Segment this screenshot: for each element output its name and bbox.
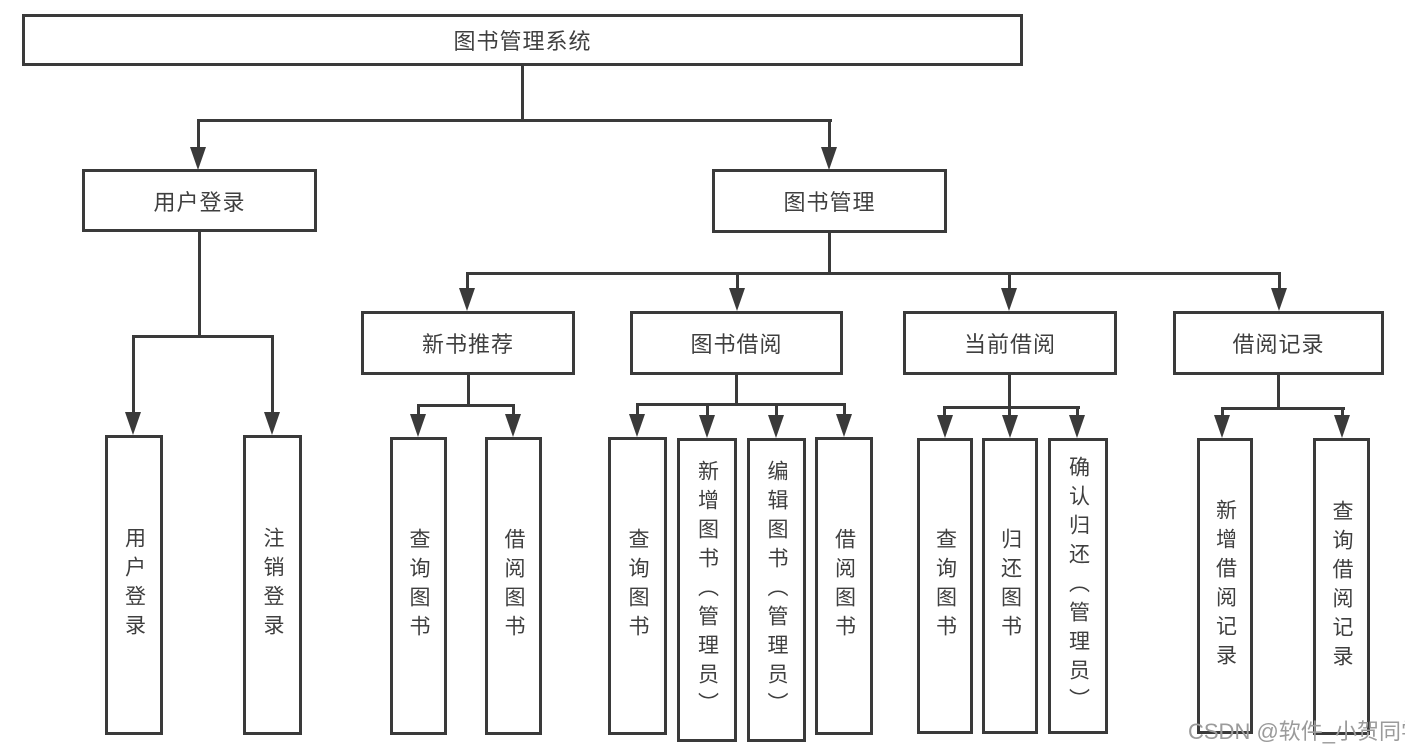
- connector-drop-borrowing-records: [1278, 272, 1281, 291]
- connector-current-drop-1: [943, 406, 946, 418]
- leaf-edit-book-admin: 编辑图书（管理员）: [747, 438, 806, 742]
- connector-drop-current-borrowing: [1008, 272, 1011, 291]
- node-current-borrowing: 当前借阅: [903, 311, 1117, 375]
- arrow-to-book-management: [821, 147, 837, 170]
- connector-borrowing-rail: [636, 403, 846, 406]
- arrow-to-leaf-logout: [264, 412, 280, 435]
- connector-root-rail: [197, 119, 832, 122]
- arrow-to-borrow-book-borrowing: [836, 414, 852, 437]
- connector-records-drop-1: [1221, 407, 1224, 418]
- connector-book-mgmt-rail: [466, 272, 1281, 275]
- node-new-book-recommend-label: 新书推荐: [421, 332, 514, 357]
- connector-user-login-drop-1: [132, 335, 135, 415]
- node-book-borrowing-label: 图书借阅: [690, 332, 783, 357]
- leaf-borrow-book-recommend: 借阅图书: [485, 437, 542, 735]
- connector-root-drop-left: [197, 119, 200, 151]
- leaf-query-book-borrowing: 查询图书: [608, 437, 667, 735]
- node-user-login-label: 用户登录: [153, 189, 246, 215]
- connector-current-rail: [943, 406, 1080, 409]
- connector-recommend-rail: [417, 404, 515, 407]
- arrow-to-query-book-borrowing: [629, 414, 645, 437]
- arrow-to-query-book-current: [937, 415, 953, 438]
- connector-book-mgmt-stem: [828, 231, 831, 275]
- node-current-borrowing-label: 当前借阅: [963, 332, 1056, 357]
- leaf-add-borrow-record: 新增借阅记录: [1197, 438, 1253, 734]
- connector-root-drop-right: [828, 119, 831, 151]
- connector-records-rail: [1221, 407, 1345, 410]
- arrow-to-borrow-book-recommend: [505, 414, 521, 437]
- leaf-confirm-return-admin: 确认归还（管理员）: [1048, 438, 1108, 734]
- leaf-borrow-book-borrowing: 借阅图书: [815, 437, 873, 735]
- leaf-query-book-current: 查询图书: [917, 438, 973, 734]
- connector-user-login-drop-2: [271, 335, 274, 415]
- leaf-return-book: 归还图书: [982, 438, 1038, 734]
- connector-records-drop-2: [1341, 407, 1344, 418]
- arrow-to-add-borrow-record: [1214, 415, 1230, 438]
- node-root: 图书管理系统: [22, 14, 1023, 66]
- connector-drop-new-book: [466, 272, 469, 291]
- arrow-to-leaf-user-login: [125, 412, 141, 435]
- connector-recommend-drop-2: [512, 404, 515, 418]
- node-borrowing-records: 借阅记录: [1173, 311, 1384, 375]
- arrow-to-query-book-recommend: [410, 414, 426, 437]
- arrow-to-query-borrow-record: [1334, 415, 1350, 438]
- arrow-to-borrowing-records: [1271, 288, 1287, 311]
- node-user-login: 用户登录: [82, 169, 317, 232]
- connector-records-stem: [1277, 373, 1280, 410]
- node-new-book-recommend: 新书推荐: [361, 311, 575, 375]
- connector-user-login-rail: [132, 335, 274, 338]
- connector-borrowing-stem: [735, 373, 738, 406]
- connector-borrowing-drop-2: [706, 403, 709, 418]
- node-book-management: 图书管理: [712, 169, 947, 233]
- leaf-query-book-recommend: 查询图书: [390, 437, 447, 735]
- node-book-management-label: 图书管理: [783, 190, 876, 215]
- connector-current-drop-2: [1008, 406, 1011, 418]
- connector-drop-book-borrowing: [736, 272, 739, 291]
- connector-current-stem: [1008, 373, 1011, 409]
- leaf-query-borrow-record: 查询借阅记录: [1313, 438, 1370, 735]
- leaf-user-login: 用户登录: [105, 435, 163, 735]
- connector-recommend-drop-1: [417, 404, 420, 418]
- leaf-logout: 注销登录: [243, 435, 302, 735]
- arrow-to-book-borrowing: [729, 288, 745, 311]
- node-root-label: 图书管理系统: [453, 29, 592, 54]
- leaf-add-book-admin: 新增图书（管理员）: [677, 438, 737, 742]
- connector-recommend-stem: [467, 373, 470, 407]
- connector-borrowing-drop-1: [636, 403, 639, 418]
- arrow-to-add-book-admin: [699, 415, 715, 438]
- connector-current-drop-3: [1076, 406, 1079, 418]
- arrow-to-user-login: [190, 147, 206, 170]
- arrow-to-edit-book-admin: [768, 415, 784, 438]
- connector-borrowing-drop-4: [843, 403, 846, 418]
- node-borrowing-records-label: 借阅记录: [1232, 332, 1325, 357]
- arrow-to-current-borrowing: [1001, 288, 1017, 311]
- connector-user-login-stem: [198, 230, 201, 338]
- arrow-to-confirm-return-admin: [1069, 415, 1085, 438]
- arrow-to-new-book-recommend: [459, 288, 475, 311]
- connector-borrowing-drop-3: [775, 403, 778, 418]
- connector-root-stem: [521, 64, 524, 122]
- csdn-watermark: CSDN @软件_小贺同学: [1188, 719, 1405, 744]
- arrow-to-return-book: [1002, 415, 1018, 438]
- node-book-borrowing: 图书借阅: [630, 311, 843, 375]
